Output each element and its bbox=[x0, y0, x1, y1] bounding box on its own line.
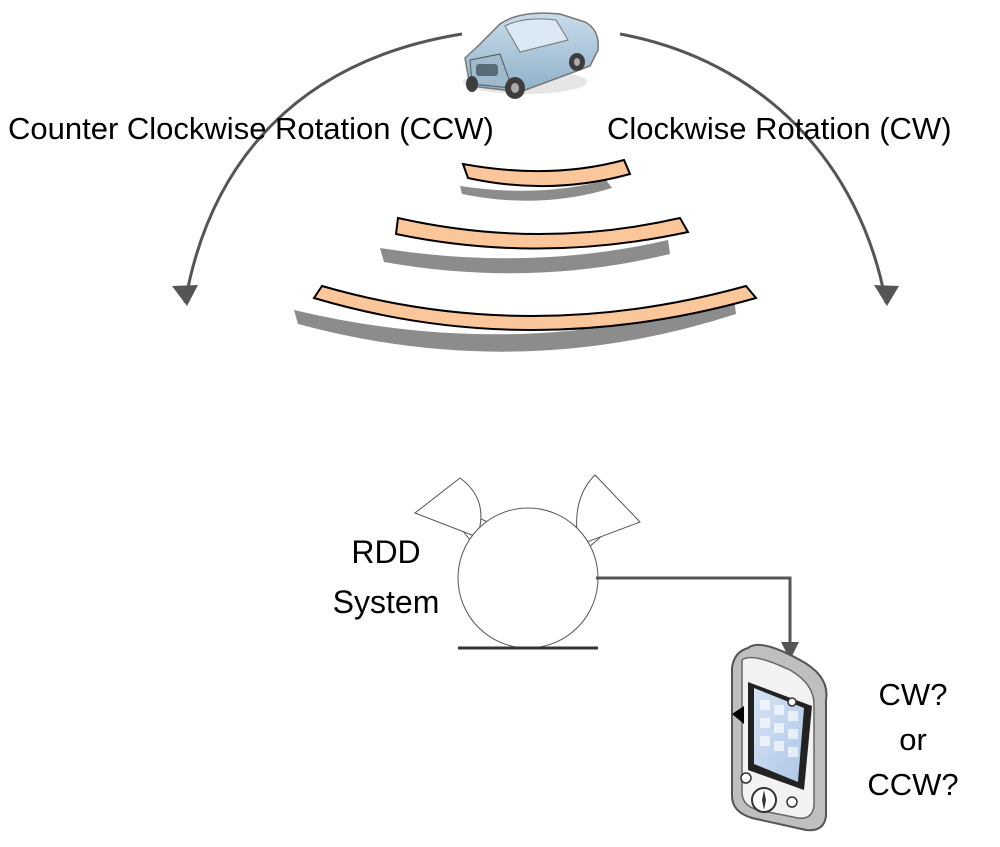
rdd-label-line2: System bbox=[333, 584, 440, 620]
rdd-system-body bbox=[457, 507, 599, 649]
rdd-label-line1: RDD bbox=[351, 534, 420, 570]
connector-line bbox=[596, 576, 792, 646]
wavefront-medium bbox=[380, 216, 690, 274]
question-line3: CCW? bbox=[867, 767, 958, 802]
question-line2: or bbox=[899, 722, 927, 757]
ccw-arrow bbox=[183, 32, 463, 304]
cw-arrow-head bbox=[874, 285, 899, 306]
car-icon bbox=[463, 12, 599, 99]
connector-arrow-head bbox=[781, 642, 799, 660]
question-line1: CW? bbox=[879, 677, 948, 712]
cw-arrow bbox=[619, 32, 888, 304]
cw-label: Clockwise Rotation (CW) bbox=[607, 111, 952, 146]
ccw-arrow-head bbox=[172, 285, 198, 306]
wavefront-large bbox=[294, 284, 758, 352]
wavefront-small bbox=[460, 158, 632, 201]
handheld-device-icon bbox=[731, 644, 828, 832]
ccw-label: Counter Clockwise Rotation (CCW) bbox=[8, 111, 494, 146]
